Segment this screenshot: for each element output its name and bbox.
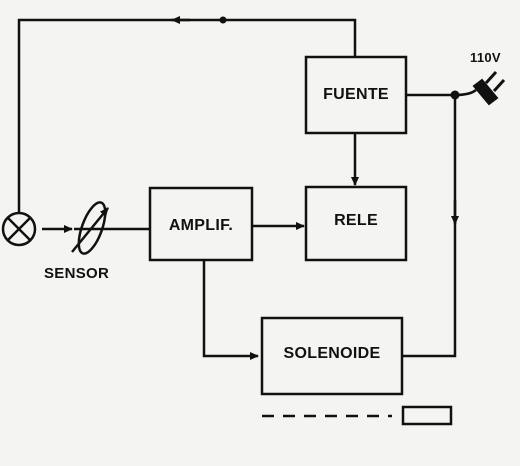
- solenoide-label: SOLENOIDE: [283, 345, 381, 362]
- amplif-to-solenoide-wire: [202, 260, 259, 360]
- lamp-cross-2: [7, 217, 31, 241]
- voltage-label: 110V: [470, 50, 501, 65]
- amplif-label: AMPLIF.: [168, 217, 234, 234]
- lamp-icon: [1, 211, 37, 247]
- plug-icon: [454, 70, 506, 106]
- sensor-icon: [71, 201, 150, 255]
- rele-block: [304, 185, 408, 262]
- plug-to-solenoide-wire: [402, 95, 457, 358]
- sensor-label: SENSOR: [44, 265, 110, 282]
- bottom-small-block: [401, 405, 453, 426]
- feedback-junction-dot: [219, 16, 227, 24]
- amplif-block: [148, 186, 254, 262]
- rele-label: RELE: [334, 212, 378, 229]
- feedback-wire: [17, 18, 357, 212]
- fuente-label: FUENTE: [323, 86, 389, 103]
